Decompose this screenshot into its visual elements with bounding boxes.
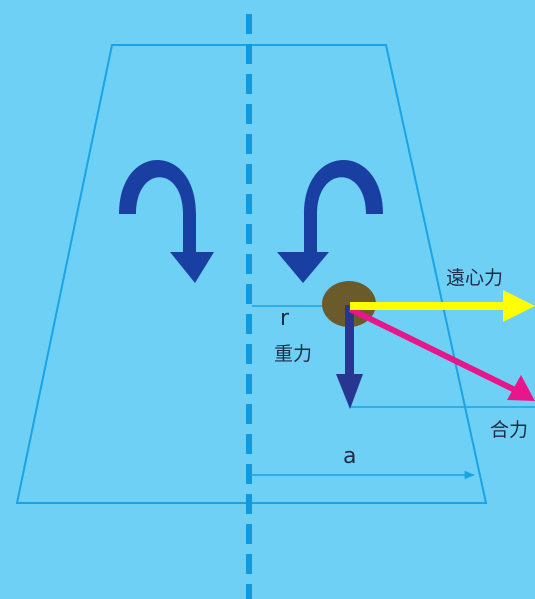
resultant-force-arrow	[348, 306, 535, 401]
gravity-arrow	[336, 305, 363, 409]
radius-label: r	[280, 306, 290, 331]
container-outline	[15, 44, 488, 504]
curved-arrow-down-icon	[97, 160, 214, 283]
curved-arrow-down-icon	[277, 160, 401, 283]
distance-a-label: a	[343, 444, 356, 469]
centrifugal-force-label: 遠心力	[446, 267, 503, 289]
centrifugal-force-arrow	[350, 290, 535, 322]
resultant-force-label: 合力	[490, 419, 528, 441]
gravity-label: 重力	[274, 343, 312, 365]
